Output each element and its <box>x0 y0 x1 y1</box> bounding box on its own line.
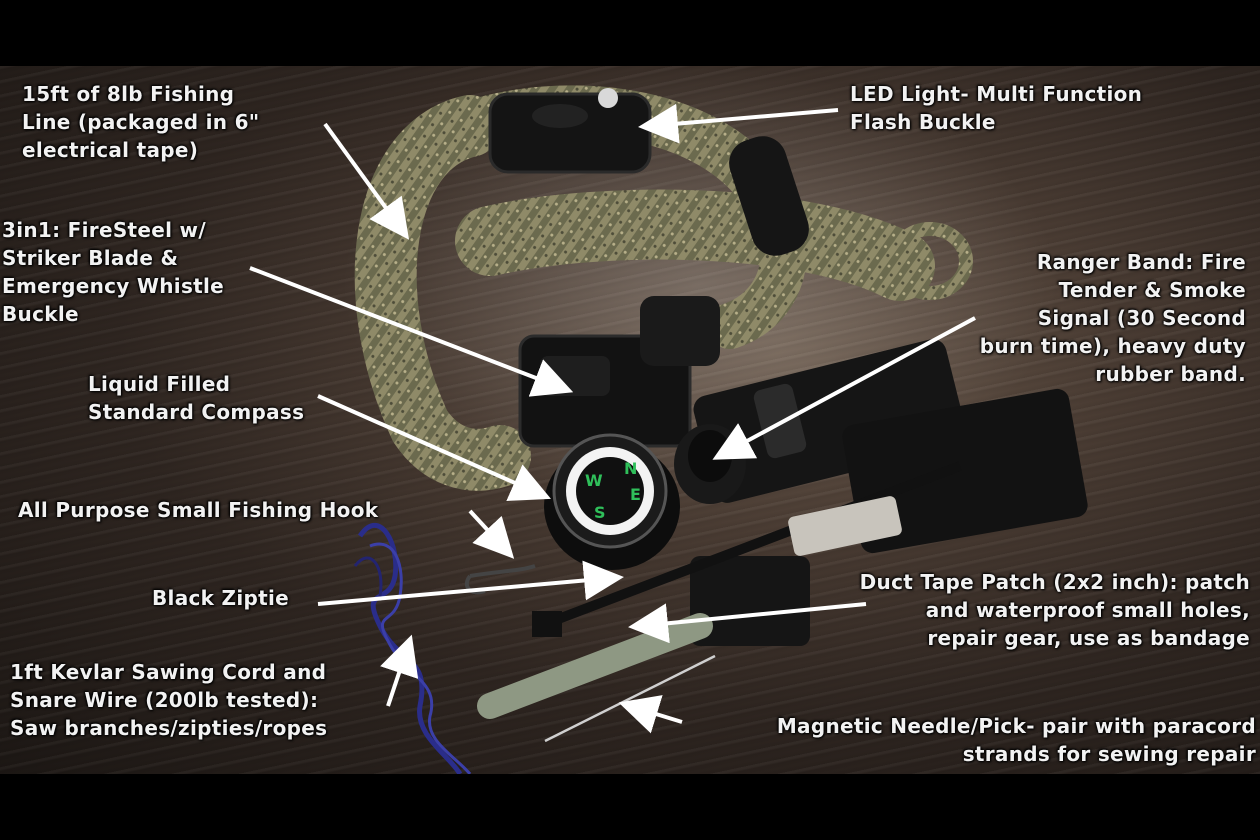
product-photo: N E S W <box>0 66 1260 774</box>
compass-mark-s: S <box>594 503 606 522</box>
arrow-icon <box>628 602 867 644</box>
led-flash-buckle <box>488 88 809 256</box>
compass-mark-e: E <box>630 485 641 504</box>
arrow-icon <box>317 560 624 606</box>
arrow-icon <box>468 509 515 559</box>
caption-fishing-hook: All Purpose Small Fishing Hook <box>18 498 379 522</box>
caption-duct-tape: Duct Tape Patch (2x2 inch): patch and wa… <box>859 570 1250 650</box>
caption-needle: Magnetic Needle/Pick- pair with paracord… <box>776 714 1256 766</box>
buckle-parts <box>690 339 1088 646</box>
arrow-icon <box>618 695 683 734</box>
arrow-icon <box>323 122 410 240</box>
caption-firesteel: 3in1: FireSteel w/ Striker Blade & Emerg… <box>2 218 225 326</box>
arrow-icon <box>712 316 976 460</box>
caption-ranger-band: Ranger Band: Fire Tender & Smoke Signal … <box>979 250 1246 386</box>
arrow-icon <box>380 634 419 707</box>
arrow-icon <box>249 266 574 397</box>
compass: N E S W <box>544 433 680 570</box>
caption-led-light: LED Light- Multi Function Flash Buckle <box>850 82 1143 134</box>
callout-arrows <box>249 103 976 734</box>
caption-ziptie: Black Ziptie <box>152 586 289 610</box>
arrow-icon <box>638 103 839 144</box>
compass-mark-w: W <box>585 471 603 490</box>
caption-kevlar: 1ft Kevlar Sawing Cord and Snare Wire (2… <box>10 660 328 740</box>
caption-compass: Liquid Filled Standard Compass <box>88 372 305 424</box>
compass-mark-n: N <box>624 459 637 478</box>
caption-fishing-line: 15ft of 8lb Fishing Line (packaged in 6"… <box>22 82 260 162</box>
arrow-icon <box>317 394 551 501</box>
